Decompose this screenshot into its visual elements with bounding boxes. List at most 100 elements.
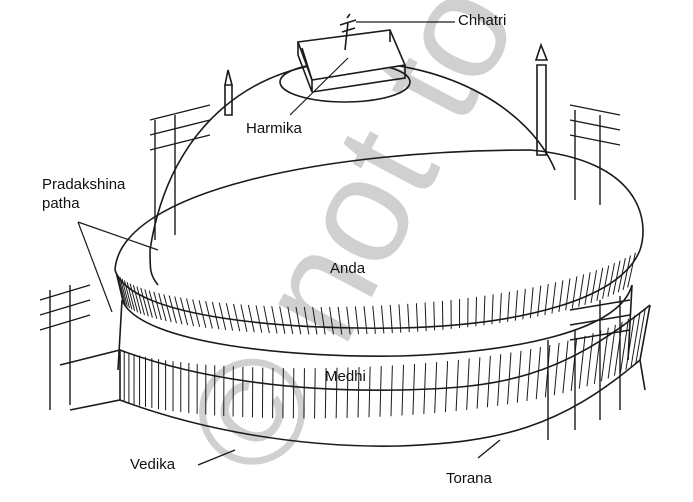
medhi (117, 284, 633, 371)
railing-post (140, 287, 149, 317)
label-pradakshina-1: Pradakshina (42, 176, 126, 193)
railing-post (168, 295, 177, 324)
railing-post (590, 270, 598, 303)
railing-post (324, 368, 327, 419)
railing-post (491, 294, 494, 325)
railing-post (126, 281, 136, 312)
railing-post (578, 274, 585, 307)
railing-post (476, 357, 481, 409)
railing-post (483, 295, 486, 326)
railing-post (522, 288, 526, 320)
railing-post (570, 338, 578, 392)
railing-post (514, 290, 518, 321)
railing-post (279, 306, 286, 334)
railing-post (329, 306, 334, 335)
railing-post (295, 306, 302, 335)
railing-post (335, 367, 338, 419)
railing-post (346, 367, 349, 418)
railing-post (218, 302, 227, 331)
railing-post (303, 368, 305, 419)
railing-post (240, 304, 248, 332)
railing-post (174, 296, 183, 325)
upper-railing-posts (115, 252, 636, 335)
railing-post (314, 368, 316, 419)
railing-post (551, 282, 557, 314)
railing-post (312, 306, 318, 335)
railing-post (415, 303, 419, 332)
vedika-top (59, 304, 651, 392)
railing-post (507, 352, 512, 405)
torana-front (547, 296, 631, 440)
railing-post (497, 354, 502, 406)
railing-post (205, 301, 213, 329)
railing-post (390, 365, 393, 417)
railing-post (263, 305, 270, 334)
railing-post (320, 306, 326, 335)
railing-post (607, 263, 615, 297)
railing-post (499, 293, 502, 324)
railing-post (247, 304, 255, 333)
upper-ring-front (114, 249, 641, 330)
railing-post (617, 258, 626, 293)
railing-post (233, 303, 241, 332)
label-harmika: Harmika (246, 120, 302, 137)
railing-post (586, 333, 594, 387)
railing-post (562, 340, 569, 394)
railing-post (287, 306, 294, 335)
railing-post (271, 306, 278, 334)
railing-post (544, 283, 549, 316)
railing-post (119, 277, 128, 307)
railing-post (486, 355, 491, 408)
pillar-right (534, 42, 549, 156)
railing-post (132, 284, 142, 314)
upper-ring-lower (121, 284, 633, 357)
railing-post (180, 297, 189, 326)
railing-post (507, 291, 510, 322)
railing-post (389, 304, 393, 334)
vedika-bottom (69, 358, 646, 447)
chhatri (339, 13, 357, 51)
railing-post (303, 306, 310, 335)
torana-back-left (149, 104, 211, 240)
railing-post (372, 305, 376, 334)
label-chhatri: Chhatri (458, 12, 507, 29)
railing-post (526, 348, 532, 402)
railing-post (255, 305, 263, 333)
railing-post (379, 366, 382, 417)
railing-post (354, 306, 360, 335)
label-anda: Anda (330, 260, 366, 277)
railing-post (368, 366, 371, 418)
railing-post (600, 327, 609, 382)
torana-back-right (569, 104, 621, 205)
railing-post (424, 302, 427, 332)
railing-post (357, 367, 360, 418)
railing-post (144, 289, 153, 318)
railing-post (116, 273, 125, 304)
railing-post (553, 342, 560, 396)
railing-post (129, 283, 139, 313)
railing-post (571, 276, 578, 309)
railing-post (466, 358, 470, 410)
label-medhi: Medhi (325, 368, 366, 385)
pradakshina-leaders (77, 221, 159, 313)
railing-post (117, 275, 127, 306)
label-vedika: Vedika (130, 456, 176, 473)
railing-post (630, 311, 641, 367)
railing-post (613, 321, 623, 376)
harmika (296, 29, 407, 93)
railing-post (380, 305, 385, 334)
railing-post (153, 291, 162, 321)
upper-ring-outer (114, 149, 644, 271)
railing-post (401, 364, 404, 416)
railing-post (535, 347, 541, 400)
torana-leader (477, 439, 501, 459)
railing-post (158, 293, 167, 322)
railing-post (584, 272, 591, 305)
label-torana: Torana (446, 470, 492, 487)
railing-post (475, 296, 478, 327)
railing-post (115, 271, 124, 302)
railing-post (619, 318, 630, 373)
railing-post (627, 252, 636, 288)
anda-dome (149, 61, 556, 251)
